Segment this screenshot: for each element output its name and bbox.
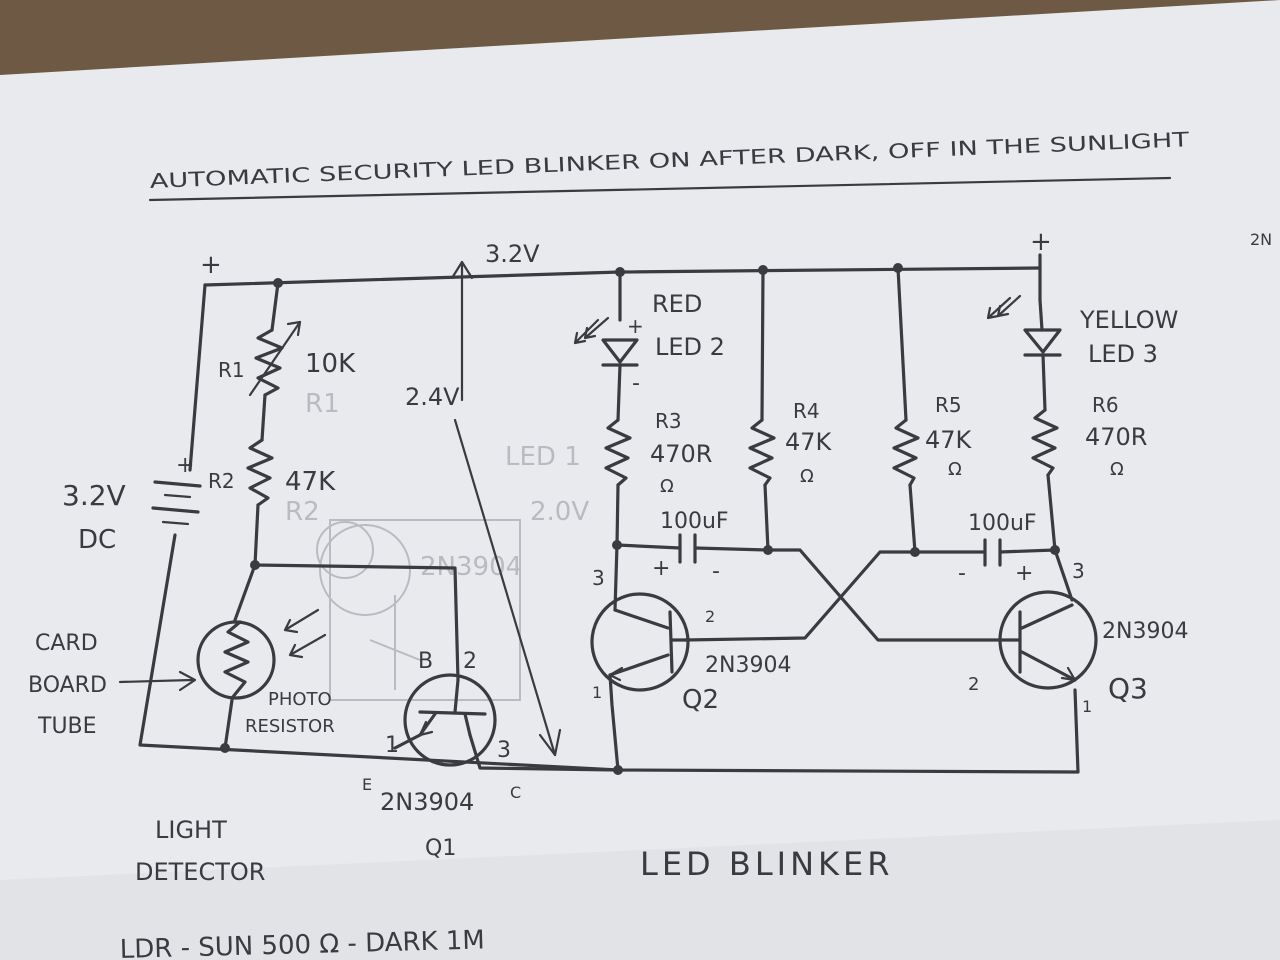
q1-transistor [403,673,497,767]
rail-voltage-label: 3.2V [485,240,540,268]
q3-type-label: 2N3904 [1102,619,1188,644]
r1-resistor [248,320,302,397]
cardboard-label-3: TUBE [37,714,97,739]
red-led-symbol [573,316,639,367]
resistor-label: RESISTOR [245,716,335,737]
r1-value: 10K [305,349,356,379]
q1-pin3-label: 3 [497,738,511,763]
r3-value: 470R [650,440,712,468]
r5-unit: Ω [948,459,962,480]
q2-type-label: 2N3904 [705,653,791,678]
capacitor-right-minus: - [958,561,966,586]
r6-resistor [1031,408,1059,477]
red-led-minus: - [632,371,640,396]
q1-b-label: B [418,649,433,674]
capacitor-left-minus: - [712,559,720,584]
r3-name: R3 [655,409,682,433]
cardboard-label-2: BOARD [28,673,107,698]
r2-name: R2 [208,469,235,493]
r4-resistor [748,418,776,487]
q3-transistor [998,590,1098,690]
q2-transistor [590,592,690,692]
battery-voltage: 3.2V [62,479,126,512]
r6-unit: Ω [1110,459,1124,480]
light-detector-label-1: LIGHT [155,816,227,844]
supply-plus-left: + [200,250,222,280]
q1-c-label: C [510,783,521,802]
battery-dc: DC [78,525,116,555]
svg-text:R1: R1 [305,389,340,419]
r2-value: 47K [285,467,336,497]
photo-resistor-symbol [196,608,327,700]
r2-resistor [246,438,274,507]
q2-name-label: Q2 [682,685,719,715]
cardboard-arrow [118,670,197,692]
q2-pin2-label: 2 [705,607,715,626]
q1-pin2-label: 2 [463,649,477,674]
q2-pin1-label: 1 [592,683,602,702]
yellow-led-label-1: YELLOW [1079,306,1178,334]
q2-pin3-label: 3 [592,566,605,590]
bleed-through-marks: R1 R2 LED 1 2.0V 2N3904 [285,389,589,701]
led-blinker-label: LED BLINKER [640,845,893,883]
r3-resistor [604,418,632,487]
q1-e-label: E [362,775,372,794]
mid-voltage-label: 2.4V [405,383,460,411]
q3-pin3-label: 3 [1072,559,1085,583]
red-led-label-2: LED 2 [655,333,725,361]
r4-value: 47K [785,428,833,456]
svg-text:R2: R2 [285,497,320,527]
capacitor-right-value: 100uF [968,511,1037,536]
capacitor-left-plus: + [652,556,670,581]
r4-unit: Ω [800,466,814,487]
q3-pin1-label: 1 [1082,697,1092,716]
junction-dots [220,263,1060,775]
q3-name-label: Q3 [1108,672,1148,705]
q3-pin2-label: 2 [968,674,979,695]
q1-name-label: Q1 [425,836,456,861]
q1-type-label: 2N3904 [380,788,474,816]
supply-plus-right: + [1030,227,1052,257]
r6-value: 470R [1085,423,1147,451]
yellow-led-symbol [986,294,1062,357]
capacitor-left-value: 100uF [660,509,729,534]
q1-pin1-label: 1 [385,733,399,758]
svg-text:LED 1: LED 1 [505,442,581,472]
r6-name: R6 [1092,393,1119,417]
r3-unit: Ω [660,476,674,497]
battery-plus: + [176,453,194,478]
title-underline [148,176,1172,202]
r1-name: R1 [218,358,245,382]
svg-text:2.0V: 2.0V [530,497,589,527]
battery-symbol [151,480,202,526]
red-led-label-1: RED [652,290,702,318]
r5-name: R5 [935,393,962,417]
r5-resistor [892,418,920,487]
r4-name: R4 [793,399,820,423]
yellow-led-label-2: LED 3 [1088,340,1158,368]
cardboard-label-1: CARD [35,631,98,656]
photo-label: PHOTO [268,689,332,710]
capacitor-right-plus: + [1015,561,1033,586]
voltage-arrows [450,260,562,757]
capacitor-left-symbol [678,533,697,564]
capacitor-right-symbol [983,538,1002,567]
r5-value: 47K [925,426,973,454]
red-led-plus: + [627,314,644,338]
edge-note: 2N [1250,230,1272,249]
light-detector-label-2: DETECTOR [135,858,265,886]
paper-shade [0,820,1280,960]
